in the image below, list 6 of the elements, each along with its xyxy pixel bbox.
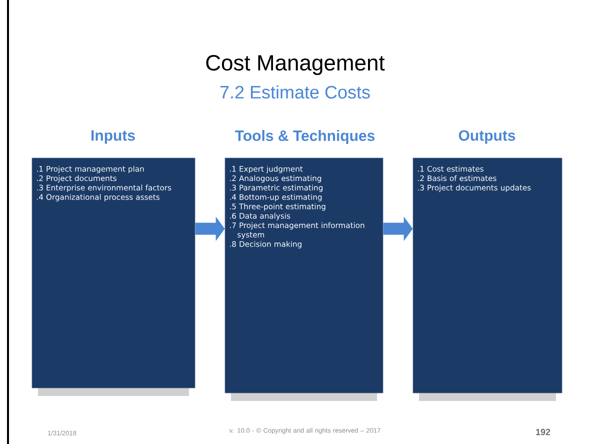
subtitle: 7.2 Estimate Costs (220, 85, 370, 99)
page-number: 192 (536, 428, 550, 436)
column-heading: Tools & Techniques (235, 130, 375, 144)
column-heading: Inputs (92, 130, 135, 144)
column-heading: Outputs (458, 130, 516, 144)
slide-title: Cost Management (206, 55, 385, 75)
